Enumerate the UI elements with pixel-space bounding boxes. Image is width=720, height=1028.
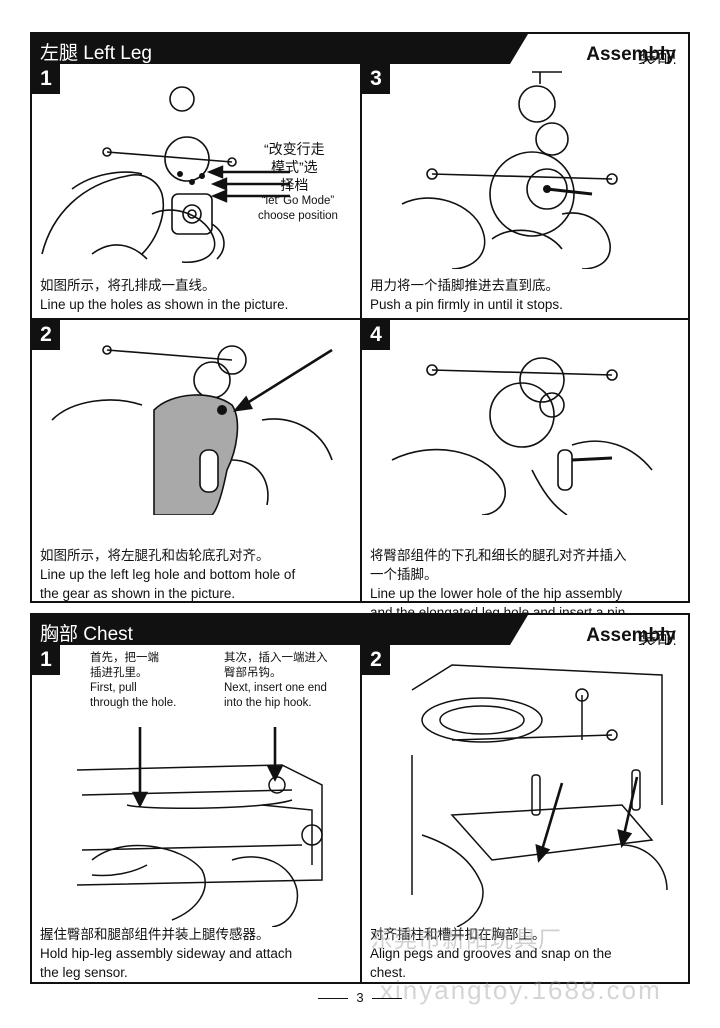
step-caption: 如图所示，将孔排成一直线。 Line up the holes as shown… <box>40 276 354 314</box>
section-title: 胸部 Chest <box>40 624 133 645</box>
hook-note-en-2: into the hip hook. <box>224 697 312 709</box>
page-number: 3 <box>356 990 364 1005</box>
step-number: 3 <box>362 64 390 94</box>
assembly-label-en: Assembly <box>586 625 676 646</box>
caption-en-1: Line up the left leg hole and bottom hol… <box>40 567 296 582</box>
step-panel-3: 3 用力将一个插脚推进去直到底。 Push a pin firmly in <box>362 64 688 320</box>
caption-en-2: chest. <box>370 965 407 980</box>
step-panel-2: 2 如图所示，将左腿孔和齿轮底孔对齐。 Line up the left leg… <box>32 320 362 601</box>
caption-en-2: the leg sensor. <box>40 965 128 980</box>
chest-step-panel-1: 1 首先，把一端 插进孔里。 First, pull through the h… <box>32 645 362 982</box>
caption-cn: 用力将一个插脚推进去直到底。 <box>370 278 559 293</box>
caption-cn-1: 将臀部组件的下孔和细长的腿孔对齐并插入 <box>370 548 627 563</box>
assembly-tab: 装配 Assembly <box>510 34 688 64</box>
step-number: 1 <box>32 645 60 675</box>
caption-en: Push a pin firmly in until it stops. <box>370 297 563 312</box>
section-header: 胸部 Chest 装配 Assembly <box>32 615 688 645</box>
step-number: 4 <box>362 320 390 350</box>
pull-note-en-1: First, pull <box>90 682 137 694</box>
caption-cn-2: 一个插脚。 <box>370 567 438 582</box>
section-header: 左腿 Left Leg 装配 Assembly <box>32 34 688 64</box>
chest-step-panel-2: 2 对齐插柱和槽并扣在胸部上。 <box>362 645 688 982</box>
caption-cn: 如图所示，将左腿孔和齿轮底孔对齐。 <box>40 548 270 563</box>
caption-cn: 对齐插柱和槽并扣在胸部上。 <box>370 927 546 942</box>
caption-cn: 握住臀部和腿部组件并装上腿传感器。 <box>40 927 270 942</box>
left-leg-section: 左腿 Left Leg 装配 Assembly 1 <box>30 32 690 620</box>
step-caption: 如图所示，将左腿孔和齿轮底孔对齐。 Line up the left leg h… <box>40 546 354 603</box>
assembly-label-en: Assembly <box>586 44 676 65</box>
step-caption: 握住臀部和腿部组件并装上腿传感器。 Hold hip-leg assembly … <box>40 925 354 982</box>
step-caption: 用力将一个插脚推进去直到底。 Push a pin firmly in unti… <box>370 276 682 314</box>
pin-push-illustration <box>401 71 618 269</box>
leg-sensor-illustration <box>76 727 323 927</box>
leg-gear-illustration <box>51 345 333 515</box>
step-number: 2 <box>362 645 390 675</box>
hook-note-cn-1: 其次，插入一端进入 <box>224 652 328 664</box>
step-panel-1: 1 <box>32 64 362 320</box>
hip-pin-illustration <box>391 357 653 515</box>
step-number: 2 <box>32 320 60 350</box>
step-panel-4: 4 将臀部组件的下孔和细长的腿孔对齐并插入 一个插脚。 Line up the … <box>362 320 688 620</box>
caption-en: Line up the holes as shown in the pictur… <box>40 297 289 312</box>
pull-note-cn-2: 插进孔里。 <box>90 667 148 679</box>
caption-en-2: the gear as shown in the picture. <box>40 586 236 601</box>
chest-snap-illustration <box>411 664 668 927</box>
caption-cn: 如图所示，将孔排成一直线。 <box>40 278 216 293</box>
mode-note-cn-1: “改变行走 <box>264 141 325 157</box>
chest-section: 胸部 Chest 装配 Assembly 1 首先，把一端 插进孔里。 Firs… <box>30 613 690 984</box>
assembly-label-cn: 装配 <box>637 630 676 651</box>
mode-note-en-1: “let' Go Mode” <box>261 195 335 207</box>
step-caption: 对齐插柱和槽并扣在胸部上。 Align pegs and grooves and… <box>370 925 682 982</box>
mode-note-cn-2: 模式”选 <box>271 159 318 175</box>
mode-note-cn-3: 择档 <box>280 177 309 193</box>
pull-note-cn-1: 首先，把一端 <box>90 652 159 664</box>
caption-en-1: Align pegs and grooves and snap on the <box>370 946 612 961</box>
watermark-url: xinyangtoy.1688.com <box>380 975 662 1005</box>
caption-en-1: Hold hip-leg assembly sideway and attach <box>40 946 293 961</box>
caption-en-1: Line up the lower hole of the hip assemb… <box>370 586 623 601</box>
mode-note-en-2: choose position <box>258 210 338 222</box>
assembly-tab: 装配 Assembly <box>510 615 688 645</box>
step-number: 1 <box>32 64 60 94</box>
hook-note-cn-2: 臀部吊钩。 <box>224 667 282 679</box>
watermark-cn: 东莞市新阳玩具厂 <box>370 926 562 952</box>
section-title: 左腿 Left Leg <box>40 43 152 64</box>
assembly-label-cn: 装配 <box>637 49 676 70</box>
page-footer: 3 <box>0 990 720 1005</box>
step-caption: 将臀部组件的下孔和细长的腿孔对齐并插入 一个插脚。 Line up the lo… <box>370 546 682 622</box>
hand-gear-illustration <box>41 86 290 264</box>
hook-note-en-1: Next, insert one end <box>224 682 327 694</box>
pull-note-en-2: through the hole. <box>90 697 177 709</box>
